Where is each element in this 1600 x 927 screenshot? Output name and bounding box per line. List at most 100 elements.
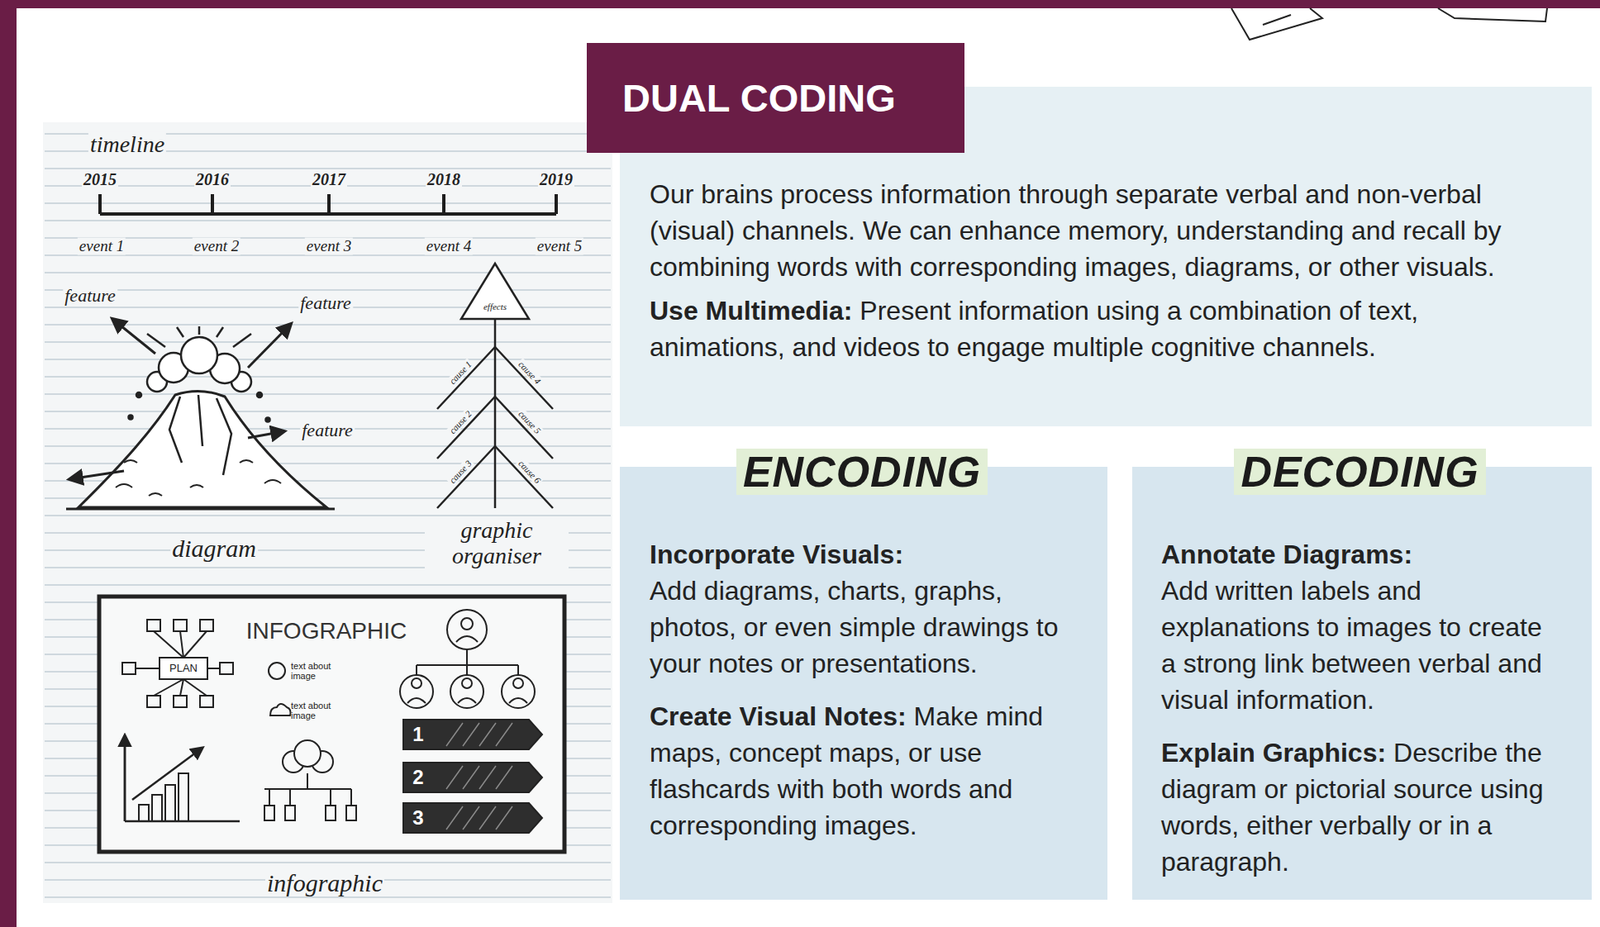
feature-label: feature (62, 285, 118, 306)
paper-sheet (1231, 8, 1323, 40)
person-icon (407, 678, 528, 704)
effect-label: effects (481, 301, 509, 312)
paragraph: Our brains process information through s… (649, 176, 1514, 286)
event-label: event 2 (192, 238, 241, 256)
paragraph: Create Visual Notes:Make mind maps, conc… (649, 698, 1075, 844)
ruled-line (44, 289, 611, 291)
chart-bar (138, 804, 149, 822)
top-border (0, 0, 1600, 9)
mind-map-box (173, 619, 187, 632)
paper-ground (42, 122, 613, 904)
timeline-sketch (100, 194, 557, 215)
ruled-line (44, 358, 611, 361)
ash-dot (266, 418, 271, 423)
person-icon (461, 618, 473, 630)
year-label: 2019 (538, 170, 575, 189)
callout-number: 2 (410, 766, 425, 789)
smoke-puff (180, 337, 218, 374)
paper-line (1262, 14, 1291, 25)
ruled-line (44, 323, 611, 326)
body-text: Add written labels and explanations to i… (1161, 576, 1543, 715)
paper-sketch (1231, 8, 1548, 40)
ash-dot (257, 392, 262, 398)
event-label: event 5 (535, 238, 584, 256)
left-border (0, 0, 17, 927)
event-label: event 3 (304, 238, 353, 256)
ruled-line (44, 896, 611, 899)
feature-arrow (247, 323, 291, 368)
sketch-caption: infographic (265, 869, 385, 897)
event-label: event 4 (424, 238, 473, 256)
person-icon (400, 675, 434, 709)
infographic-frame (99, 596, 565, 853)
chart-bar (152, 795, 162, 822)
panel-heading: DECODING (1233, 448, 1486, 496)
mind-map-box (200, 619, 214, 632)
person-icon (450, 675, 484, 709)
info-text: text about image (289, 661, 343, 681)
chart-bar (178, 773, 189, 822)
rock-texture (115, 460, 281, 496)
ruled-line (44, 167, 611, 170)
number-banner (403, 803, 543, 834)
ruled-line (44, 584, 611, 586)
year-label: 2015 (81, 170, 119, 189)
strategy-heading: Incorporate Visuals: (649, 539, 904, 570)
lined-paper (42, 122, 613, 904)
cause-branch (495, 347, 553, 509)
paragraph: Add written labels and explanations to i… (1161, 572, 1559, 719)
tree-box (325, 805, 336, 821)
mind-map-box (219, 662, 234, 675)
info-text: text about image (289, 700, 343, 721)
mind-map-box (122, 662, 136, 675)
feature-arrow (247, 431, 285, 439)
tree-link (264, 773, 352, 806)
ruled-line (44, 445, 611, 448)
image-icon (270, 704, 291, 716)
decoding-panel: DECODINGAnnotate Diagrams:Add written la… (1132, 466, 1592, 900)
mind-map-box (147, 619, 161, 632)
fishbone-sketch (437, 263, 553, 509)
ruled-line (44, 514, 611, 517)
image-icon (268, 662, 286, 680)
tree-box (346, 805, 357, 821)
title-banner: DUAL CODING (586, 42, 965, 153)
year-label: 2016 (194, 170, 231, 189)
ruled-line (44, 219, 611, 222)
mind-map-link (135, 631, 220, 696)
year-label: 2018 (425, 170, 462, 189)
panel-heading: ENCODING (736, 448, 988, 496)
strategy-heading: Create Visual Notes: (649, 701, 907, 732)
paragraph: DECODING (1161, 448, 1559, 501)
person-icon (447, 609, 487, 650)
sketch-heading: timeline (88, 132, 167, 158)
ruled-line (44, 341, 611, 343)
lava-flow (169, 395, 232, 476)
mind-map-box (147, 695, 161, 708)
chart-bar (165, 785, 176, 822)
strategy-heading: Annotate Diagrams: (1161, 539, 1413, 570)
sketch-caption: graphic organiser (424, 518, 569, 570)
ruled-line (44, 393, 611, 396)
paragraph: Incorporate Visuals: (649, 536, 1075, 573)
cause-branch (437, 347, 496, 509)
tree-box (264, 805, 275, 821)
tree-box (285, 805, 296, 821)
paragraph: Annotate Diagrams: (1161, 536, 1559, 573)
feature-label: feature (300, 420, 355, 441)
body-text: Our brains process information through s… (649, 179, 1501, 282)
mind-map-box (173, 695, 187, 708)
event-label: event 1 (77, 238, 126, 256)
callout-number: 1 (410, 723, 425, 746)
cloud-icon (294, 740, 321, 767)
timeline-tick (100, 194, 557, 215)
paragraph: ENCODING (649, 448, 1075, 501)
paragraph: Explain Graphics:Describe the diagram or… (1161, 734, 1559, 881)
trend-line (132, 747, 203, 800)
person-icon (456, 636, 478, 643)
ground-line (66, 508, 335, 511)
strategy-heading: Explain Graphics: (1161, 738, 1386, 768)
volcano-sketch (66, 319, 335, 510)
